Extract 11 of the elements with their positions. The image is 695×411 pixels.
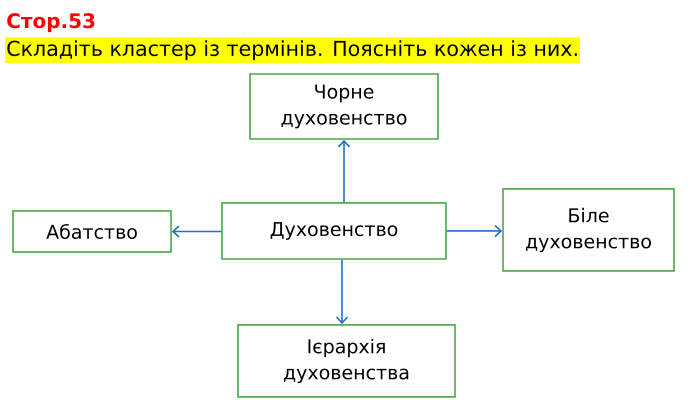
page-title: Стор.53 [7,13,94,32]
term-box: Абатство [12,210,172,253]
arrow [446,224,502,238]
term-box: Чорне духовенство [249,73,439,140]
arrow [172,225,222,238]
term-box: Ієрархія духовенства [237,324,456,398]
arrow [338,140,350,202]
task-text: Складіть кластер із термінів. Поясніть кожен із них. [5,37,580,64]
arrow [336,260,348,324]
term-box: Духовенство [221,202,447,260]
term-box: Біле духовенство [502,188,675,272]
